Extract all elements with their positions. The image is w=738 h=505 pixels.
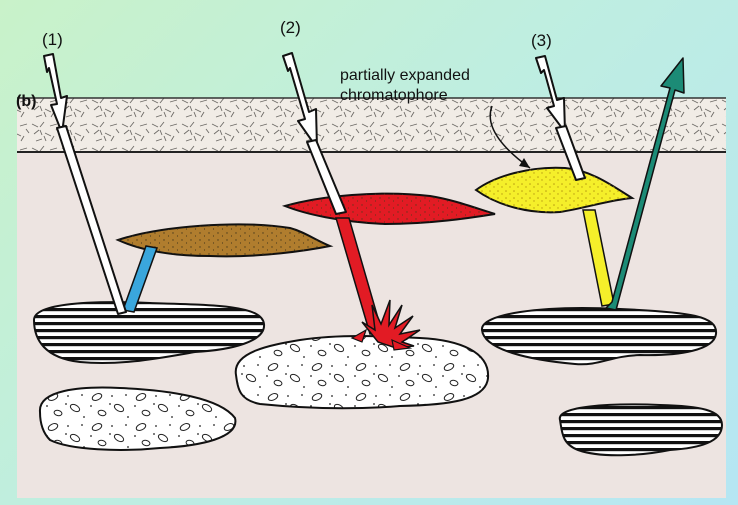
surface-layer — [17, 98, 726, 152]
arrow-label-1: (1) — [42, 30, 63, 49]
annotation-line-1: partially expanded — [340, 67, 470, 84]
annotation-line-2: chromatophore — [340, 87, 448, 104]
arrow-label-3: (3) — [531, 31, 552, 50]
leucophore-body-center — [236, 336, 488, 408]
arrow-label-2: (2) — [280, 18, 301, 37]
panel-label: (b) — [16, 93, 36, 110]
